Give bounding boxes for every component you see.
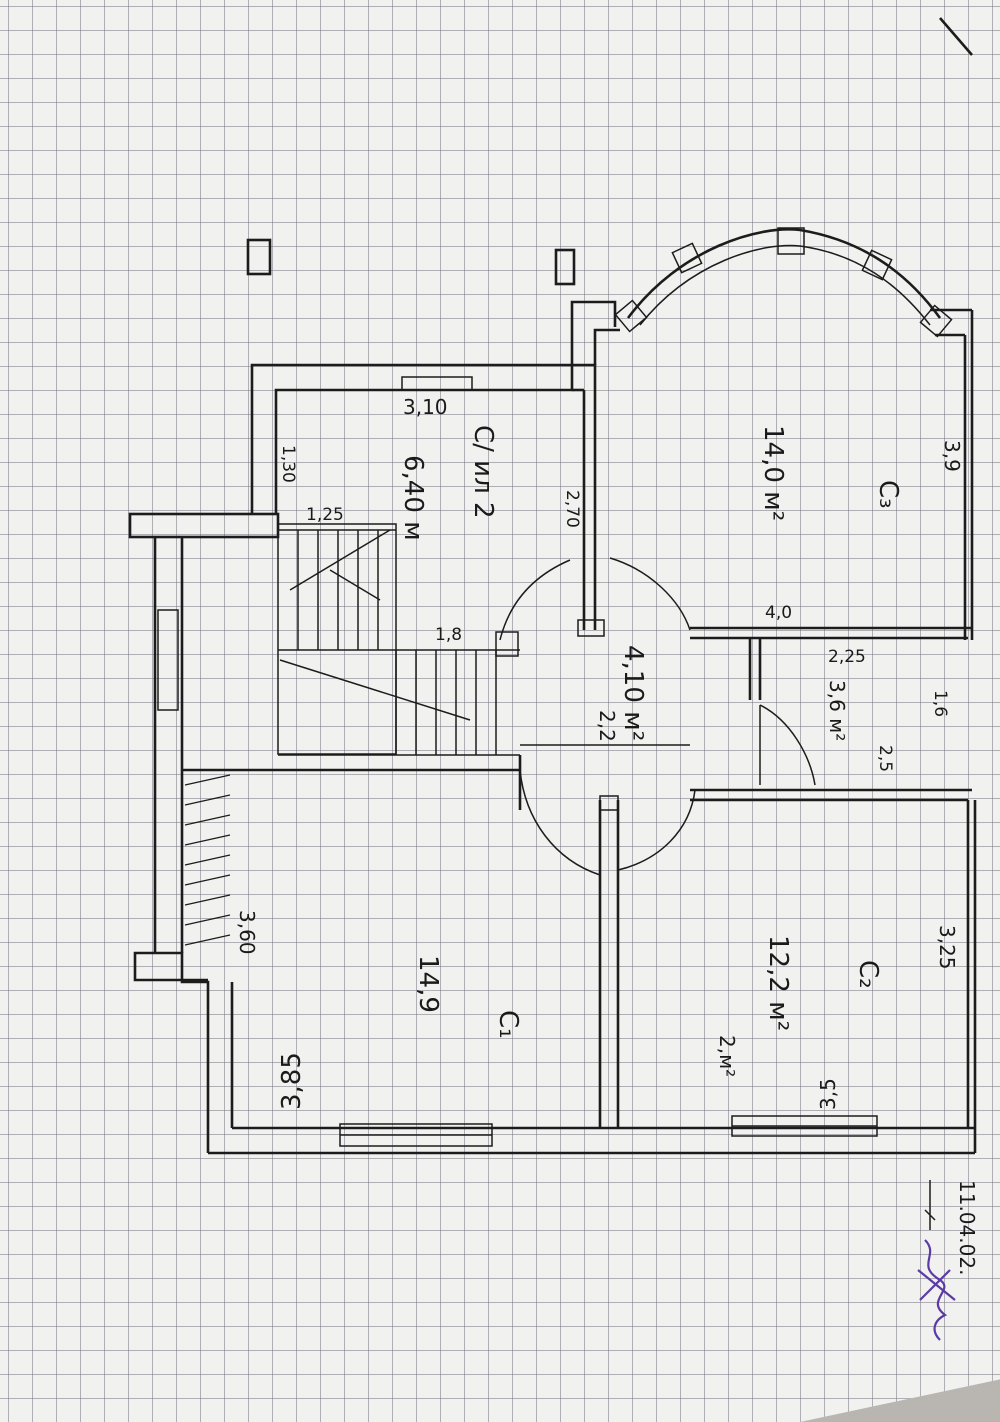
dim-2m: 2,м² (715, 1035, 739, 1077)
room-labels: 14,0 м² С₃ 3,9 С/ ил 2 6,40 м 4,10 м² 3,… (277, 425, 964, 1110)
interior-walls (182, 619, 972, 1128)
dim-16: 1,6 (930, 690, 950, 717)
windows (339, 1115, 878, 1147)
staircase (277, 523, 520, 756)
dim-18: 1,8 (435, 625, 462, 645)
room-top-right-name: С₃ (873, 480, 903, 509)
room-top-right-area: 14,0 м² (758, 425, 788, 521)
room-bottom-right-wall: 3,25 (935, 925, 959, 970)
dim-35: 3,5 (816, 1078, 840, 1110)
room-bottom-left-name: С₁ (493, 1010, 523, 1039)
room-hall-area: 4,10 м² (618, 645, 648, 741)
room-bottom-right-area: 12,2 м² (763, 935, 793, 1031)
dimension-labels: 3,10 1,30 1,25 2,70 1,8 4,0 2,25 1,6 2,2… (235, 395, 950, 1110)
room-top-left-area: 6,40 м (398, 455, 428, 541)
signature (917, 1180, 956, 1341)
dim-310: 3,10 (403, 395, 448, 419)
room-top-right-wall: 3,9 (940, 440, 964, 472)
room-top-left-name: С/ ил 2 (468, 425, 498, 519)
dim-130: 1,30 (278, 445, 298, 483)
door-swings (499, 557, 816, 876)
room-bottom-left-wall: 3,85 (277, 1052, 307, 1110)
dim-22: 2,2 (595, 710, 619, 742)
drawing-date: 11.04.02. (955, 1180, 979, 1275)
dim-125: 1,25 (306, 505, 344, 525)
room-bottom-right-name: С₂ (853, 960, 883, 989)
dim-360: 3,60 (235, 910, 259, 955)
dim-270: 2,70 (562, 490, 582, 528)
room-bottom-left-area: 14,9 (413, 955, 443, 1013)
wall-hatch (184, 774, 231, 946)
dim-225: 2,25 (828, 647, 866, 667)
room-bath-area: 3,6 м² (825, 680, 849, 741)
corner-mark (939, 17, 973, 56)
dim-25: 2,5 (875, 745, 895, 772)
dim-40: 4,0 (765, 603, 792, 623)
